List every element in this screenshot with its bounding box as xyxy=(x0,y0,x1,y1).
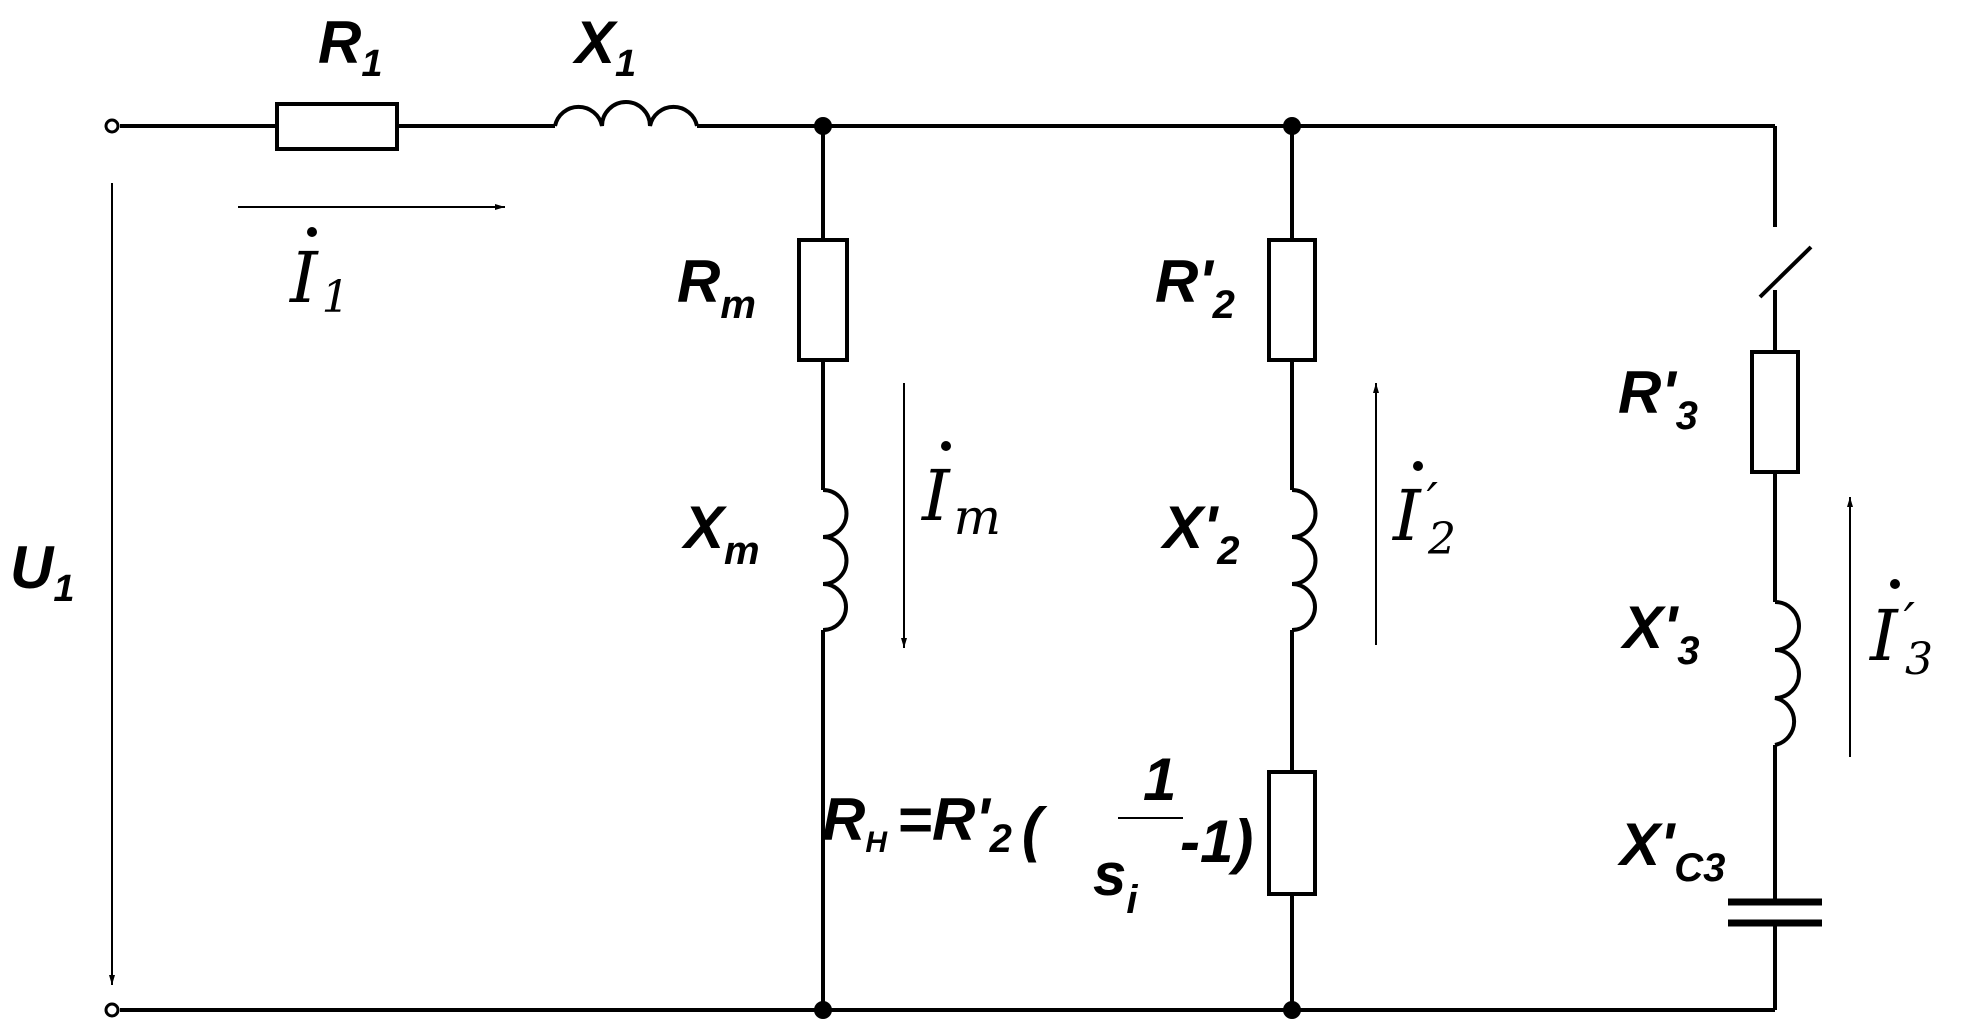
input-terminal-bottom xyxy=(104,1002,120,1018)
switch-contact xyxy=(1758,245,1813,299)
label-x2: X'2 xyxy=(1160,494,1240,573)
wiring xyxy=(120,124,1813,1012)
formula-numerator: 1 xyxy=(1143,746,1176,813)
resistor-r3 xyxy=(1750,350,1800,474)
svg-text:I′2: I′2 xyxy=(1391,472,1456,565)
label-x3: X'3 xyxy=(1620,594,1700,673)
label-rm: Rm xyxy=(677,248,756,327)
svg-text:I1: I1 xyxy=(288,237,350,323)
junction-dot xyxy=(814,117,832,135)
resistor-rm xyxy=(797,238,849,362)
label-r1: R1 xyxy=(318,9,382,85)
input-terminal-top xyxy=(104,118,120,134)
label-im: Im xyxy=(920,441,1001,546)
junction-dot xyxy=(814,1001,832,1019)
dot-accent xyxy=(1413,461,1423,471)
inductor-x2 xyxy=(1291,488,1318,632)
junction-dot xyxy=(1283,117,1301,135)
svg-text:RH=R'2(: RH=R'2( xyxy=(822,786,1048,863)
label-u1: U1 xyxy=(10,534,74,610)
inductor-xm xyxy=(822,488,849,632)
formula-tail: -1) xyxy=(1180,808,1253,875)
label-x1: X1 xyxy=(572,9,636,85)
svg-text:Im: Im xyxy=(920,455,1001,546)
dot-accent xyxy=(307,227,317,237)
label-i3: I′3 xyxy=(1868,579,1933,685)
resistor-load-rh xyxy=(1267,770,1317,896)
label-i2: I′2 xyxy=(1391,461,1456,565)
label-i1: I1 xyxy=(288,227,350,323)
label-load-formula: RH=R'2( 1 si -1) xyxy=(822,746,1253,922)
label-r3: R'3 xyxy=(1618,359,1698,438)
label-xm: Xm xyxy=(681,494,760,573)
inductor-x3 xyxy=(1774,600,1801,747)
dot-accent xyxy=(941,441,951,451)
formula-denominator: si xyxy=(1093,841,1138,922)
resistor-r1 xyxy=(275,102,399,151)
junction-dot xyxy=(1283,1001,1301,1019)
resistor-r2 xyxy=(1267,238,1317,362)
label-r2: R'2 xyxy=(1155,248,1235,327)
label-xc3: X'C3 xyxy=(1617,811,1725,890)
dot-accent xyxy=(1890,579,1900,589)
inductor-x1 xyxy=(553,100,699,127)
svg-text:I′3: I′3 xyxy=(1868,592,1933,685)
